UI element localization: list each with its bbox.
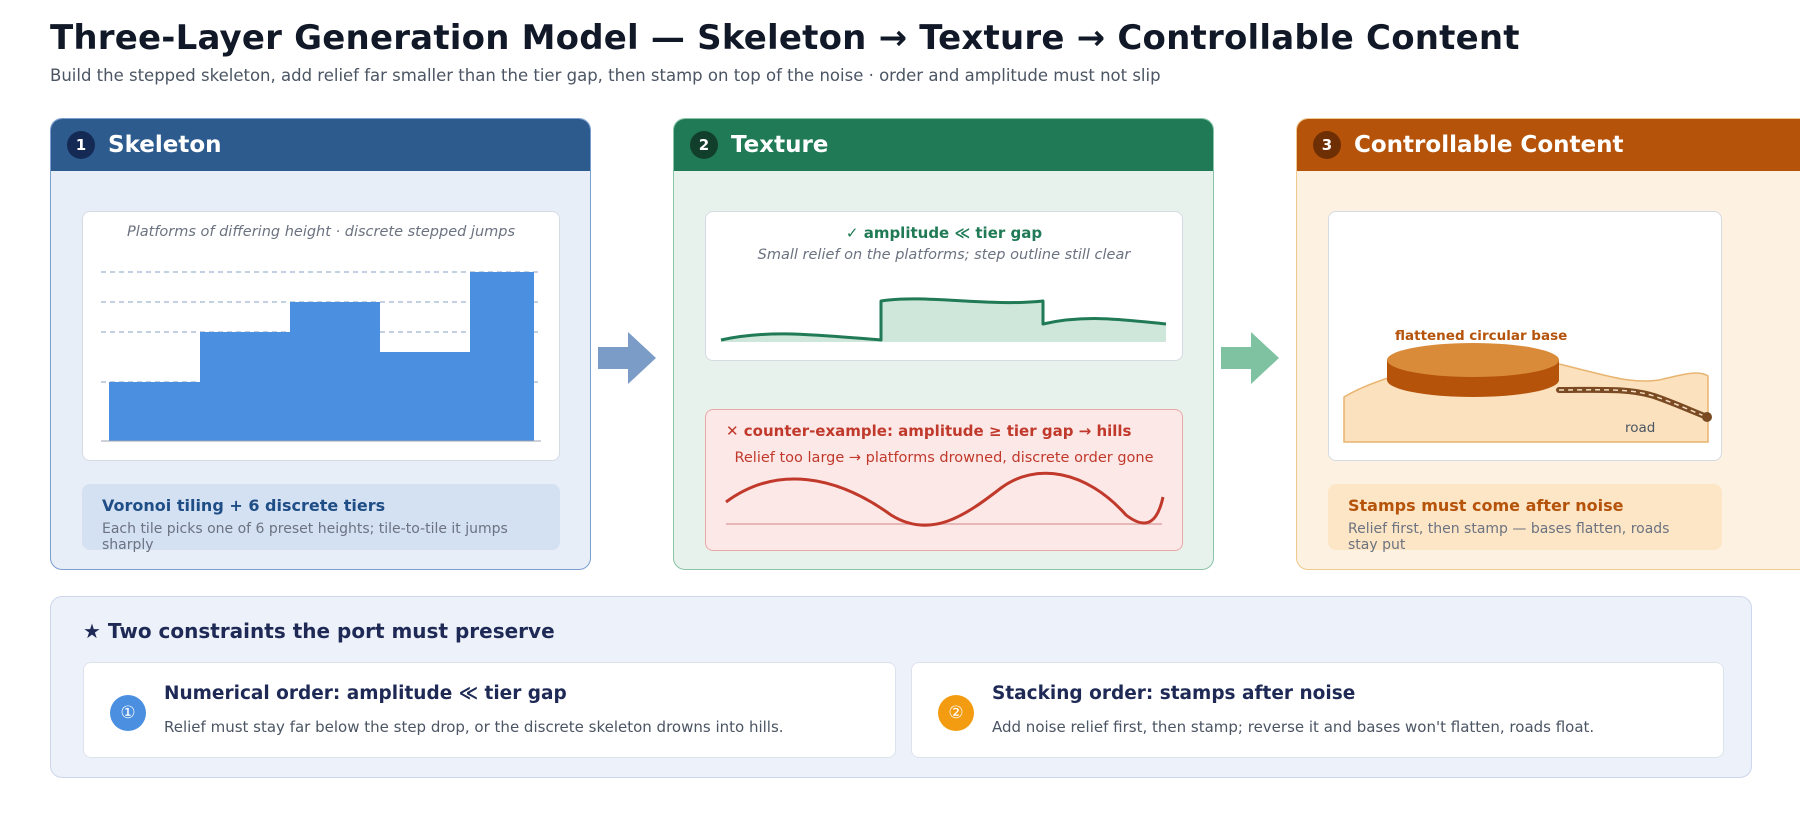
road-label: road: [1625, 420, 1656, 436]
skeleton-note-desc: Each tile picks one of 6 preset heights;…: [102, 521, 508, 553]
content-panel-header: 3 Controllable Content: [1297, 119, 1800, 171]
skeleton-panel-header: 1 Skeleton: [51, 119, 590, 171]
texture-panel: 2 Texture ✓ amplitude ≪ tier gap Small r…: [673, 118, 1214, 570]
constraint-desc: Relief must stay far below the step drop…: [164, 718, 784, 736]
counter-example-card: ✕ counter-example: amplitude ≥ tier gap …: [705, 409, 1183, 551]
constraints-section: ★ Two constraints the port must preserve…: [50, 596, 1752, 778]
good-example-title: ✓ amplitude ≪ tier gap: [845, 224, 1043, 242]
flow-arrow-icon: [1221, 332, 1279, 384]
small-relief-illustration: [720, 297, 1167, 342]
skeleton-caption: Platforms of differing height · discrete…: [126, 224, 516, 240]
skeleton-note: Voronoi tiling + 6 discrete tiers Each t…: [82, 484, 560, 553]
counter-example-title: ✕ counter-example: amplitude ≥ tier gap …: [726, 422, 1132, 440]
good-example-caption: Small relief on the platforms; step outl…: [757, 247, 1131, 263]
constraint-card-numerical-order: ① Numerical order: amplitude ≪ tier gap …: [83, 662, 896, 758]
constraints-title: ★ Two constraints the port must preserve: [83, 619, 555, 643]
texture-panel-title: Texture: [731, 132, 829, 158]
content-panel: 3 Controllable Content flattened circula…: [1296, 118, 1800, 570]
constraint-title: Stacking order: stamps after noise: [992, 683, 1356, 704]
constraint-card-stacking-order: ② Stacking order: stamps after noise Add…: [911, 662, 1724, 758]
skeleton-note-title: Voronoi tiling + 6 discrete tiers: [102, 496, 386, 515]
stamped-terrain-illustration: [1343, 343, 1712, 443]
content-panel-title: Controllable Content: [1354, 132, 1624, 158]
good-example-card: ✓ amplitude ≪ tier gap Small relief on t…: [705, 211, 1183, 361]
page-title: Three-Layer Generation Model — Skeleton …: [50, 18, 1520, 58]
texture-panel-header: 2 Texture: [674, 119, 1213, 171]
content-note: Stamps must come after noise Relief firs…: [1328, 484, 1722, 553]
stepped-skeleton-illustration: [101, 271, 541, 442]
counter-example-caption: Relief too large → platforms drowned, di…: [734, 450, 1154, 466]
constraint-title: Numerical order: amplitude ≪ tier gap: [164, 683, 567, 704]
base-label: flattened circular base: [1395, 328, 1568, 344]
texture-step-badge: 2: [690, 131, 718, 159]
constraint-number-badge: ②: [938, 695, 974, 731]
constraint-desc: Add noise relief first, then stamp; reve…: [992, 718, 1595, 736]
page-subtitle: Build the stepped skeleton, add relief f…: [50, 66, 1161, 85]
constraint-number-badge: ①: [110, 695, 146, 731]
content-step-badge: 3: [1313, 131, 1341, 159]
large-relief-illustration: [725, 471, 1165, 527]
skeleton-step-badge: 1: [67, 131, 95, 159]
content-note-desc: Relief first, then stamp — bases flatten…: [1348, 521, 1670, 553]
skeleton-panel: 1 Skeleton Platforms of differing height…: [50, 118, 591, 570]
skeleton-panel-title: Skeleton: [108, 132, 222, 158]
content-note-title: Stamps must come after noise: [1348, 496, 1624, 515]
content-illustration-card: flattened circular base road: [1328, 211, 1722, 461]
skeleton-illustration-card: Platforms of differing height · discrete…: [82, 211, 560, 461]
flow-arrow-icon: [598, 332, 656, 384]
